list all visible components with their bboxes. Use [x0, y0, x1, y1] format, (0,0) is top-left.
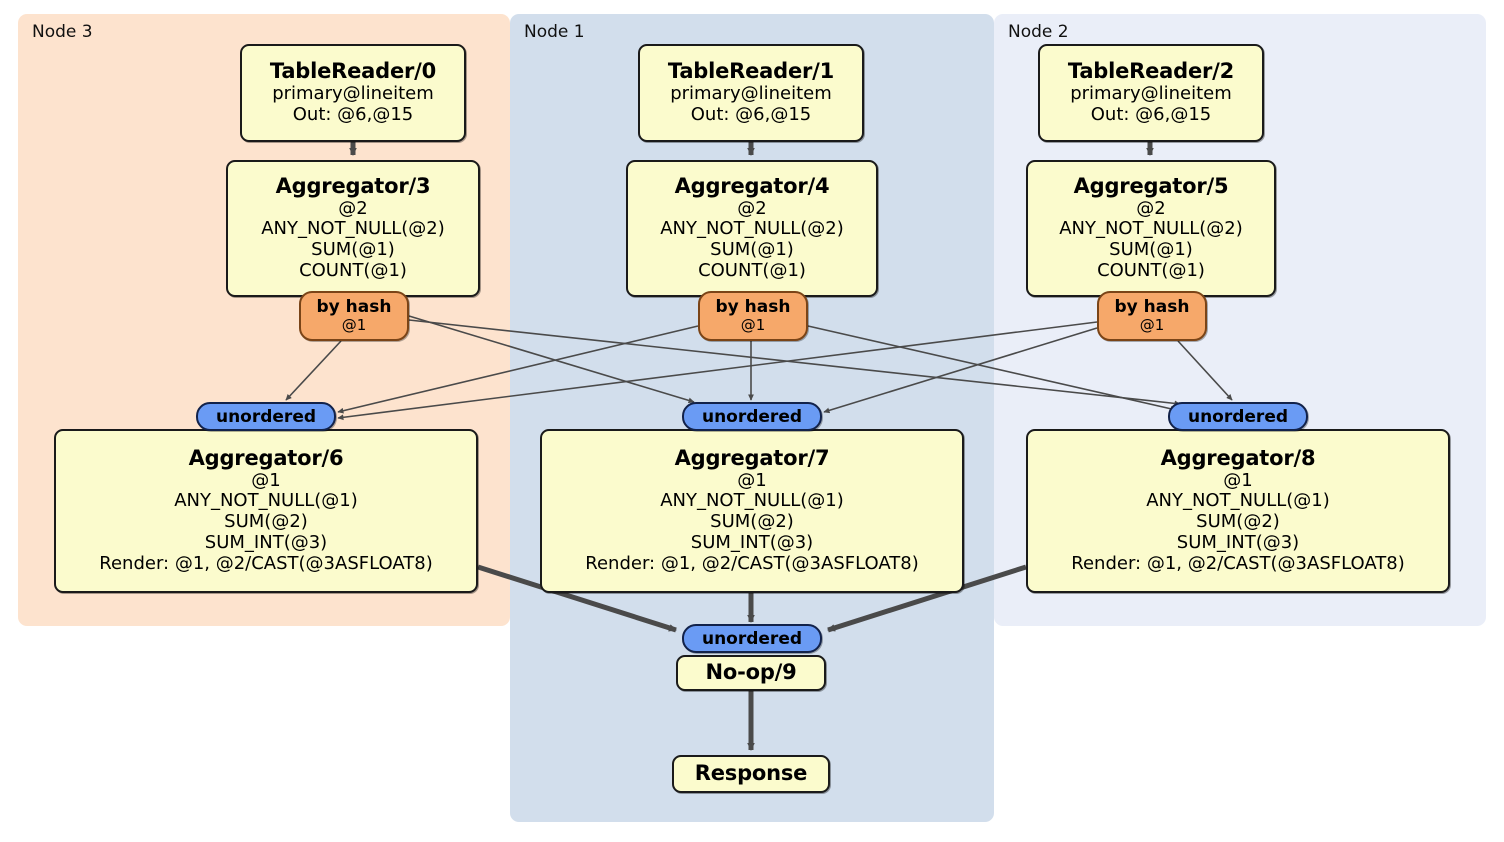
- plan-box-line: ANY_NOT_NULL(@2): [1059, 218, 1243, 240]
- hash-router-byhash5[interactable]: by hash@1: [1097, 291, 1207, 341]
- plan-box-line: ANY_NOT_NULL(@2): [660, 218, 844, 240]
- plan-box-line: Render: @1, @2/CAST(@3ASFLOAT8): [1071, 553, 1405, 575]
- plan-box-line: SUM(@1): [710, 239, 794, 261]
- hash-router-byhash4[interactable]: by hash@1: [698, 291, 808, 341]
- hash-router-column: @1: [1139, 316, 1165, 335]
- plan-box-title: TableReader/0: [269, 59, 437, 84]
- plan-box-title: Aggregator/4: [674, 173, 830, 198]
- plan-box-title: Aggregator/5: [1073, 173, 1229, 198]
- plan-box-line: SUM_INT(@3): [1176, 532, 1300, 554]
- plan-box-title: Aggregator/3: [275, 173, 431, 198]
- hash-router-label: by hash: [316, 297, 392, 318]
- plan-box-line: ANY_NOT_NULL(@1): [660, 490, 844, 512]
- plan-box-line: SUM(@1): [311, 239, 395, 261]
- hash-router-label: by hash: [715, 297, 791, 318]
- edge-byhash4-unordered-right: [807, 325, 1177, 412]
- plan-box-line: COUNT(@1): [1097, 260, 1205, 282]
- plan-box-noop9[interactable]: No-op/9: [676, 655, 826, 691]
- node-label-node3: Node 3: [32, 22, 93, 42]
- plan-box-line: Out: @6,@15: [292, 103, 414, 125]
- edge-byhash3-unordered-center: [408, 315, 695, 404]
- edge-byhash4-unordered-left: [337, 325, 699, 414]
- plan-box-line: @2: [1136, 197, 1166, 219]
- plan-box-line: SUM(@2): [1196, 511, 1280, 533]
- hash-router-column: @1: [341, 316, 367, 335]
- plan-box-line: Out: @6,@15: [1090, 103, 1212, 125]
- plan-box-line: ANY_NOT_NULL(@2): [261, 218, 445, 240]
- plan-box-line: @1: [737, 469, 767, 491]
- edge-byhash5-unordered-right: [1177, 340, 1233, 401]
- plan-box-line: @2: [737, 197, 767, 219]
- pill-unordered-right[interactable]: unordered: [1168, 402, 1308, 431]
- pill-unordered-left[interactable]: unordered: [196, 402, 336, 431]
- plan-box-line: ANY_NOT_NULL(@1): [174, 490, 358, 512]
- plan-box-line: Render: @1, @2/CAST(@3ASFLOAT8): [99, 553, 433, 575]
- edge-byhash3-unordered-left: [285, 340, 342, 401]
- edge-byhash5-unordered-left: [337, 321, 1098, 421]
- plan-box-line: SUM(@1): [1109, 239, 1193, 261]
- edge-aggregator8-unordered-final: [827, 564, 1027, 633]
- pill-unordered-center[interactable]: unordered: [682, 402, 822, 431]
- plan-box-line: Out: @6,@15: [690, 103, 812, 125]
- hash-router-byhash3[interactable]: by hash@1: [299, 291, 409, 341]
- node-label-node2: Node 2: [1008, 22, 1069, 42]
- plan-box-line: SUM_INT(@3): [690, 532, 814, 554]
- plan-box-title: Aggregator/7: [674, 446, 830, 471]
- plan-box-line: primary@lineitem: [272, 82, 434, 104]
- hash-router-label: by hash: [1114, 297, 1190, 318]
- edge-aggregator6-unordered-final: [477, 564, 677, 633]
- plan-box-line: @2: [338, 197, 368, 219]
- plan-box-title: TableReader/2: [1067, 59, 1235, 84]
- plan-box-line: SUM_INT(@3): [204, 532, 328, 554]
- plan-box-title: Aggregator/8: [1160, 446, 1316, 471]
- plan-box-line: SUM(@2): [710, 511, 794, 533]
- plan-box-title: TableReader/1: [667, 59, 835, 84]
- node-label-node1: Node 1: [524, 22, 585, 42]
- plan-box-title: Aggregator/6: [188, 446, 344, 471]
- edge-byhash5-unordered-center: [823, 327, 1098, 414]
- plan-box-line: COUNT(@1): [299, 260, 407, 282]
- plan-box-line: @1: [251, 469, 281, 491]
- plan-box-line: primary@lineitem: [670, 82, 832, 104]
- plan-box-line: primary@lineitem: [1070, 82, 1232, 104]
- plan-box-line: ANY_NOT_NULL(@1): [1146, 490, 1330, 512]
- pill-unordered-final[interactable]: unordered: [682, 624, 822, 653]
- hash-router-column: @1: [740, 316, 766, 335]
- plan-box-line: Render: @1, @2/CAST(@3ASFLOAT8): [585, 553, 919, 575]
- plan-box-line: SUM(@2): [224, 511, 308, 533]
- plan-box-title: Response: [694, 761, 808, 786]
- plan-box-line: COUNT(@1): [698, 260, 806, 282]
- plan-box-line: @1: [1223, 469, 1253, 491]
- plan-box-response[interactable]: Response: [672, 755, 830, 793]
- plan-box-title: No-op/9: [705, 660, 797, 685]
- edge-byhash3-unordered-right: [408, 319, 1181, 407]
